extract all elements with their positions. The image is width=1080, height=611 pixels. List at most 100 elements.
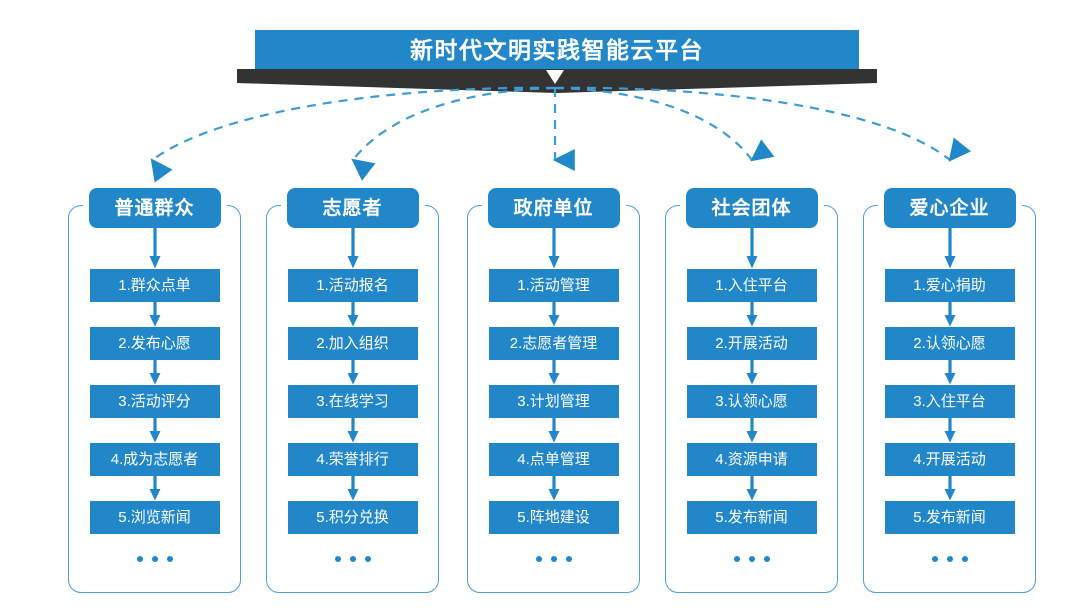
list-item[interactable]: 5.积分兑换 bbox=[287, 501, 418, 534]
role-column-aixinqiye[interactable]: 爱心企业 1.爱心捐助 2.认领心愿 3.入住平台 4.开展活动 5.发布新闻 bbox=[863, 188, 1036, 593]
column-items-3: 1.活动管理 2.志愿者管理 3.计划管理 4.点单管理 5.阵地建设 bbox=[488, 269, 619, 562]
list-item[interactable]: 5.阵地建设 bbox=[488, 501, 619, 534]
list-item[interactable]: 5.发布新闻 bbox=[884, 501, 1015, 534]
role-column-zhiyuanzhe[interactable]: 志愿者 1.活动报名 2.加入组织 3.在线学习 4.荣誉排行 5.积分兑换 bbox=[266, 188, 439, 593]
platform-title-banner: 新时代文明实践智能云平台 bbox=[255, 30, 859, 70]
list-item[interactable]: 2.认领心愿 bbox=[884, 327, 1015, 360]
down-arrow-icon bbox=[548, 360, 559, 385]
item-label: 5.积分兑换 bbox=[316, 509, 389, 526]
column-header-2[interactable]: 志愿者 bbox=[286, 188, 419, 228]
list-item[interactable]: 2.发布心愿 bbox=[89, 327, 220, 360]
list-item[interactable]: 3.入住平台 bbox=[884, 385, 1015, 418]
down-arrow-icon bbox=[548, 302, 559, 327]
list-item[interactable]: 3.计划管理 bbox=[488, 385, 619, 418]
dot-icon bbox=[151, 556, 158, 562]
item-label: 2.发布心愿 bbox=[118, 335, 191, 352]
arrow-to-column-5 bbox=[554, 86, 971, 162]
item-label: 3.活动评分 bbox=[118, 393, 191, 410]
more-items-ellipsis bbox=[733, 556, 770, 562]
dot-icon bbox=[349, 556, 356, 562]
column-header-label: 政府单位 bbox=[513, 197, 594, 219]
down-arrow-icon bbox=[746, 418, 757, 443]
arrow-to-column-4 bbox=[554, 86, 775, 162]
down-arrow-icon bbox=[944, 302, 955, 327]
list-item[interactable]: 3.在线学习 bbox=[287, 385, 418, 418]
more-items-ellipsis bbox=[931, 556, 968, 562]
dot-icon bbox=[364, 556, 371, 562]
more-items-ellipsis bbox=[535, 556, 572, 562]
column-items-5: 1.爱心捐助 2.认领心愿 3.入住平台 4.开展活动 5.发布新闻 bbox=[884, 269, 1015, 562]
down-arrow-icon bbox=[149, 476, 160, 501]
item-label: 1.活动管理 bbox=[517, 277, 590, 294]
column-header-4[interactable]: 社会团体 bbox=[685, 188, 818, 228]
item-label: 2.志愿者管理 bbox=[509, 335, 598, 352]
dot-icon bbox=[550, 556, 557, 562]
connector-arrows bbox=[150, 86, 971, 183]
dot-icon bbox=[535, 556, 542, 562]
item-label: 1.入住平台 bbox=[715, 277, 788, 294]
arrow-to-column-1 bbox=[150, 86, 556, 183]
down-arrow-icon bbox=[149, 302, 160, 327]
item-label: 1.群众点单 bbox=[118, 277, 191, 294]
list-item[interactable]: 1.爱心捐助 bbox=[884, 269, 1015, 302]
list-item[interactable]: 1.活动管理 bbox=[488, 269, 619, 302]
more-items-ellipsis bbox=[334, 556, 371, 562]
page-title: 新时代文明实践智能云平台 bbox=[410, 36, 704, 63]
down-arrow-icon bbox=[149, 418, 160, 443]
list-item[interactable]: 4.开展活动 bbox=[884, 443, 1015, 476]
list-item[interactable]: 4.成为志愿者 bbox=[89, 443, 220, 476]
down-arrow-icon bbox=[347, 228, 358, 269]
list-item[interactable]: 1.活动报名 bbox=[287, 269, 418, 302]
item-label: 1.爱心捐助 bbox=[913, 277, 986, 294]
item-label: 2.开展活动 bbox=[715, 335, 788, 352]
list-item[interactable]: 3.认领心愿 bbox=[686, 385, 817, 418]
item-label: 3.认领心愿 bbox=[715, 393, 788, 410]
list-item[interactable]: 2.开展活动 bbox=[686, 327, 817, 360]
list-item[interactable]: 5.浏览新闻 bbox=[89, 501, 220, 534]
role-column-zhengfudanwei[interactable]: 政府单位 1.活动管理 2.志愿者管理 3.计划管理 4.点单管理 5.阵地建设 bbox=[467, 188, 640, 593]
list-item[interactable]: 4.点单管理 bbox=[488, 443, 619, 476]
down-arrow-icon bbox=[944, 476, 955, 501]
item-label: 3.入住平台 bbox=[913, 393, 986, 410]
column-header-3[interactable]: 政府单位 bbox=[487, 188, 620, 228]
down-arrow-icon bbox=[746, 360, 757, 385]
down-arrow-icon bbox=[347, 360, 358, 385]
item-label: 5.发布新闻 bbox=[715, 509, 788, 526]
banner-ribbon-shadow bbox=[237, 69, 877, 93]
column-header-label: 社会团体 bbox=[711, 197, 792, 219]
list-item[interactable]: 1.入住平台 bbox=[686, 269, 817, 302]
dot-icon bbox=[565, 556, 572, 562]
list-item[interactable]: 4.资源申请 bbox=[686, 443, 817, 476]
role-column-putongqunzhong[interactable]: 普通群众 1.群众点单 2.发布心愿 3.活动评分 4.成为志愿者 5.浏览新闻 bbox=[68, 188, 241, 593]
list-item[interactable]: 3.活动评分 bbox=[89, 385, 220, 418]
down-arrow-icon bbox=[746, 302, 757, 327]
item-label: 4.开展活动 bbox=[913, 451, 986, 468]
list-item[interactable]: 2.志愿者管理 bbox=[488, 327, 619, 360]
list-item[interactable]: 5.发布新闻 bbox=[686, 501, 817, 534]
column-header-5[interactable]: 爱心企业 bbox=[883, 188, 1016, 228]
dot-icon bbox=[166, 556, 173, 562]
down-arrow-icon bbox=[347, 418, 358, 443]
dot-icon bbox=[748, 556, 755, 562]
dot-icon bbox=[961, 556, 968, 562]
column-items-4: 1.入住平台 2.开展活动 3.认领心愿 4.资源申请 5.发布新闻 bbox=[686, 269, 817, 562]
role-column-shehuituanti[interactable]: 社会团体 1.入住平台 2.开展活动 3.认领心愿 4.资源申请 5.发布新闻 bbox=[665, 188, 838, 593]
item-label: 2.加入组织 bbox=[316, 335, 389, 352]
column-header-1[interactable]: 普通群众 bbox=[88, 188, 221, 228]
down-arrow-icon bbox=[944, 418, 955, 443]
column-header-label: 志愿者 bbox=[322, 197, 383, 219]
down-arrow-icon bbox=[149, 360, 160, 385]
down-arrow-icon bbox=[548, 418, 559, 443]
list-item[interactable]: 2.加入组织 bbox=[287, 327, 418, 360]
column-header-label: 爱心企业 bbox=[909, 197, 990, 219]
dot-icon bbox=[946, 556, 953, 562]
item-label: 3.计划管理 bbox=[517, 393, 590, 410]
item-label: 4.点单管理 bbox=[517, 451, 590, 468]
list-item[interactable]: 4.荣誉排行 bbox=[287, 443, 418, 476]
list-item[interactable]: 1.群众点单 bbox=[89, 269, 220, 302]
item-label: 4.资源申请 bbox=[715, 451, 788, 468]
dot-icon bbox=[733, 556, 740, 562]
item-label: 2.认领心愿 bbox=[913, 335, 986, 352]
